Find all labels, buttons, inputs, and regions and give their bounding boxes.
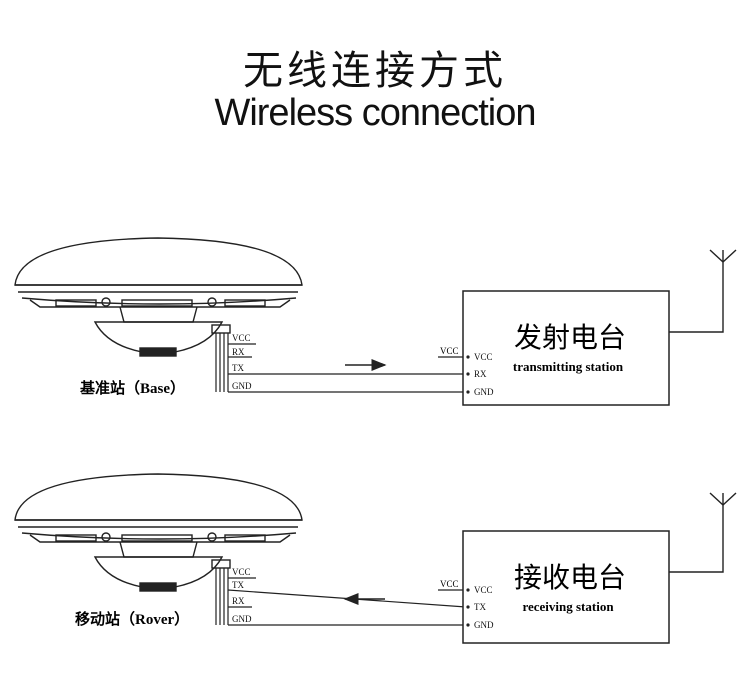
receiving-station-box [462,530,670,644]
rover-label: 移动站（Rover） [75,610,189,628]
rover-pin-tx: TX [232,580,244,590]
rover-pin-rx: RX [232,596,245,606]
rover-section: VCC TX RX GND 移动站（Rover） VCC VCC TX GND … [14,473,737,644]
transmitter-antenna-icon [669,249,737,333]
rover-pin-gnd: GND [232,614,252,624]
rover-pin-vcc: VCC [232,567,251,577]
rover-station-pin-tx: TX [474,602,486,612]
rover-station-pin-gnd: GND [474,620,494,630]
receiver-antenna-icon [669,492,737,573]
title-english: Wireless connection [214,92,536,134]
receiving-station-title: 接收电台 [514,561,626,594]
title-chinese: 无线连接方式 [243,48,507,94]
receiving-station-subtitle: receiving station [522,599,614,614]
base-pin-gnd: GND [232,381,252,391]
transmitting-station-box [462,290,670,406]
rover-station-input-vcc: VCC [440,579,459,589]
base-antenna-icon [14,237,303,357]
base-pin-rx: RX [232,347,245,357]
base-pin-vcc: VCC [232,333,251,343]
transmitting-station-subtitle: transmitting station [513,359,624,374]
base-label: 基准站（Base） [79,379,185,397]
base-station-input-vcc: VCC [440,346,459,356]
rover-station-pin-vcc: VCC [474,585,493,595]
base-pin-tx: TX [232,363,244,373]
base-section: VCC RX TX GND 基准站（Base） VCC VCC RX GND 发… [14,237,737,406]
base-station-pin-vcc: VCC [474,352,493,362]
base-station-pin-gnd: GND [474,387,494,397]
base-station-pin-rx: RX [474,369,487,379]
transmitting-station-title: 发射电台 [514,321,626,354]
rover-antenna-icon [14,473,303,592]
